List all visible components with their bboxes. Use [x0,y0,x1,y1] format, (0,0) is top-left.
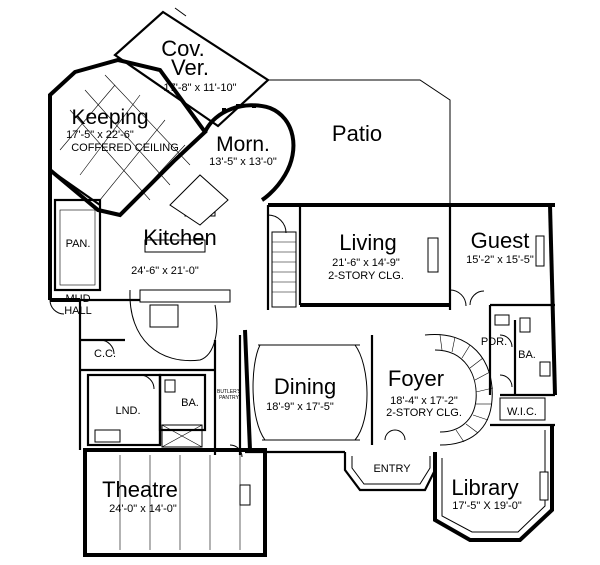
guest-dims: 15'-2" x 15'-5" [466,254,534,266]
morn-dims: 13'-5" x 13'-0" [209,156,277,168]
patio-outline [268,79,451,205]
dining-dims: 18'-9" x 17'-5" [266,401,334,413]
kitchen-dims: 24'-6" x 21'-0" [131,265,199,277]
keeping-name: Keeping [71,106,148,129]
keeping-dims: 17'-5" x 22'-6" [66,129,134,141]
bath-left-outline [158,373,207,432]
living-name: Living [339,230,396,255]
theatre-outline [83,448,267,557]
foyer-dims: 18'-4" x 17'-2" [390,395,458,407]
butlers-pantry-name-2: PANTRY [219,395,239,401]
guest-name: Guest [471,228,530,253]
wic-name: W.I.C. [507,406,537,418]
door-swings [49,214,513,458]
butlers-pantry-name-1: BUTLER'S [217,389,242,395]
patio-name: Patio [332,121,382,146]
library-dims: 17'-5" X 19'-0" [452,500,522,512]
mud-hall-name-1: MUD [65,293,90,305]
cov-ver-name-2: Ver. [171,55,209,80]
morn-bay [203,103,296,202]
lnd-name: LND. [115,405,140,417]
pan-name: PAN. [66,238,91,250]
kitchen-counter [139,289,231,303]
entry-name: ENTRY [373,463,411,475]
living-dims: 21'-6" x 14'-9" [332,257,400,269]
walls [48,7,557,557]
stairs-rear [271,231,297,308]
theatre-name: Theatre [102,477,178,502]
ba-left-name: BA. [181,397,199,409]
morn-name: Morn. [216,133,270,156]
kitchen-sink [149,304,179,328]
foyer-note: 2-STORY CLG. [386,407,462,419]
wic-outline [499,397,546,421]
cov-ver-name-1: Cov. [161,36,205,61]
keeping-outline [48,57,208,218]
dining-name: Dining [274,374,336,399]
mud-hall-name-2: HALL [64,305,92,317]
ba-right-name: BA. [518,349,536,361]
coffered-ceiling-grid [59,74,191,211]
grand-stair-outer [424,333,493,446]
cov-ver-dims: 17'-8" x 11'-10" [164,82,237,94]
cc-name: C.C. [94,348,116,360]
kitchen-island-upper [144,239,206,253]
library-name: Library [451,475,518,500]
foyer-name: Foyer [388,366,444,391]
theatre-dims: 24'-0" x 14'-0" [109,503,177,515]
living-note: 2-STORY CLG. [328,270,404,282]
kitchen-name: Kitchen [143,225,216,250]
pantry-outline [53,198,102,292]
keeping-note: COFFERED CEILING [71,142,179,154]
pdr-name: PDR. [481,336,507,348]
room-labels: Cov. Ver. 17'-8" x 11'-10" Keeping 17'-5… [64,36,537,515]
cov-ver-outline [113,10,270,128]
